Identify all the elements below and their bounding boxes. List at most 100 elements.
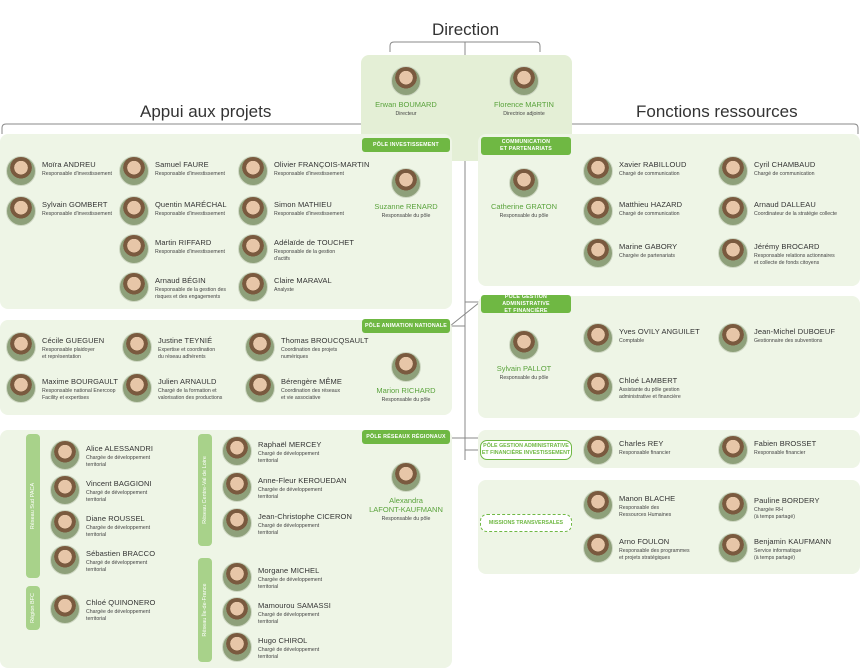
person-role: Coordination des réseaux et vie associat…: [281, 388, 341, 401]
person-name: Marion RICHARD: [376, 386, 436, 395]
person-avatar: [718, 238, 748, 268]
person-avatar: [583, 156, 613, 186]
person-avatar: [583, 372, 613, 402]
pole-communication-badge: Communication et partenariats: [481, 137, 571, 155]
person-name: Sébastien BRACCO: [86, 549, 156, 558]
person-role: Coordinateur de la stratégie collecte: [754, 211, 838, 217]
person-avatar: [583, 238, 613, 268]
investissement-panel: [0, 134, 452, 309]
person-avatar: [718, 323, 748, 353]
person-name: Florence MARTIN: [494, 100, 554, 109]
person-name: Jean-Christophe CICERON: [258, 512, 352, 521]
person-avatar: [509, 168, 539, 198]
person-name: Alexandra LAFONT-KAUFMANN: [369, 496, 443, 514]
region-tab-centre: Réseau Centre-Val de Loire: [198, 434, 212, 546]
fonctions-title: Fonctions ressources: [636, 102, 798, 121]
person-role: Expertise et coordination du réseau adhé…: [158, 347, 216, 360]
animation-panel: [0, 320, 452, 415]
person-name: Raphaël MERCEY: [258, 440, 322, 449]
person-name: Cécile GUEGUEN: [42, 336, 105, 345]
person-name: Simon MATHIEU: [274, 200, 332, 209]
person-avatar: [222, 632, 252, 662]
person-name: Fabien BROSSET: [754, 439, 817, 448]
person-name: Claire MARAVAL: [274, 276, 332, 285]
person-name: Morgane MICHEL: [258, 566, 320, 575]
direction-title: Direction: [432, 20, 500, 39]
person-role: Responsable du pôle: [499, 213, 549, 219]
person-avatar: [238, 156, 268, 186]
person-role: Responsable d'investissement: [274, 211, 344, 217]
communication-panel: [478, 134, 860, 286]
person-name: Anne-Fleur KEROUEDAN: [258, 476, 347, 485]
person-avatar: [391, 168, 421, 198]
person-role: Responsable national Enercoop Facility e…: [42, 388, 116, 401]
person-name: Arno FOULON: [619, 537, 670, 546]
person-name: Matthieu HAZARD: [619, 200, 683, 209]
person-avatar: [391, 462, 421, 492]
person-avatar: [122, 332, 152, 362]
person-name: Bérengère MÊME: [281, 377, 343, 386]
person-name: Chloé LAMBERT: [619, 376, 678, 385]
gestion-panel: [478, 296, 860, 418]
person-role: Responsable d'investissement: [42, 211, 112, 217]
person-role: Responsable d'investissement: [42, 171, 112, 177]
person-avatar: [718, 156, 748, 186]
person-role: Service informatique (à temps partagé): [754, 548, 802, 561]
person-role: Responsable du pôle: [381, 397, 431, 403]
person-name: Vincent BAGGIONI: [86, 479, 152, 488]
person-name: Pauline BORDERY: [754, 496, 820, 505]
person-name: Jean-Michel DUBOEUF: [754, 327, 836, 336]
person-role: Directeur: [395, 111, 417, 117]
person-name: Moïra ANDREU: [42, 160, 96, 169]
person-role: Comptable: [619, 338, 645, 344]
person-role: Chargée de partenariats: [619, 253, 675, 259]
person-role: Chargé de communication: [619, 211, 680, 217]
appui-title: Appui aux projets: [140, 102, 272, 121]
person-role: Chargé de développement territorial: [258, 612, 320, 625]
person-avatar: [222, 472, 252, 502]
person-role: Coordination des projets numériques: [281, 347, 338, 360]
person-avatar: [119, 156, 149, 186]
person-avatar: [238, 272, 268, 302]
person-role: Responsable d'investissement: [155, 171, 225, 177]
person-role: Chargé de communication: [754, 171, 815, 177]
missions-badge: Missions transversales: [480, 514, 572, 532]
person-avatar: [6, 373, 36, 403]
person-role: Responsable du pôle: [381, 516, 431, 522]
region-tab-idf: Réseau Île-de-France: [198, 558, 212, 662]
person-avatar: [238, 234, 268, 264]
region-label: Réseau Île-de-France: [202, 583, 208, 637]
person-role: Chargé de développement territorial: [258, 451, 320, 464]
person-name: Manon BLACHE: [619, 494, 676, 503]
person-name: Suzanne RENARD: [374, 202, 438, 211]
person-avatar: [583, 490, 613, 520]
person-avatar: [122, 373, 152, 403]
person-name: Cyril CHAMBAUD: [754, 160, 816, 169]
person-name: Olivier FRANÇOIS-MARTIN: [274, 160, 370, 169]
person-avatar: [6, 156, 36, 186]
person-name: Samuel FAURE: [155, 160, 209, 169]
person-role: Assistante du pôle gestion administrativ…: [619, 387, 681, 400]
person-avatar: [718, 533, 748, 563]
person-avatar: [391, 352, 421, 382]
pole-investissement-badge: Pôle investissement: [362, 138, 450, 152]
person-name: Hugo CHIROL: [258, 636, 308, 645]
person-avatar: [583, 323, 613, 353]
person-role: Responsable de la gestion des risques et…: [155, 287, 226, 300]
person-avatar: [50, 475, 80, 505]
person-role: Chargé de la formation et valorisation d…: [158, 388, 223, 401]
person-avatar: [245, 332, 275, 362]
person-role: Directrice adjointe: [503, 111, 545, 117]
person-avatar: [391, 66, 421, 96]
person-name: Catherine GRATON: [491, 202, 557, 211]
person-name: Erwan BOUMARD: [375, 100, 437, 109]
person-avatar: [119, 272, 149, 302]
region-label: Réseau Sud PACA: [30, 482, 36, 530]
person-avatar: [222, 436, 252, 466]
person-name: Charles REY: [619, 439, 664, 448]
person-avatar: [6, 332, 36, 362]
person-avatar: [718, 492, 748, 522]
person-role: Chargée RH (à temps partagé): [754, 507, 795, 520]
person-role: Analyste: [274, 287, 294, 293]
person-name: Martin RIFFARD: [155, 238, 212, 247]
